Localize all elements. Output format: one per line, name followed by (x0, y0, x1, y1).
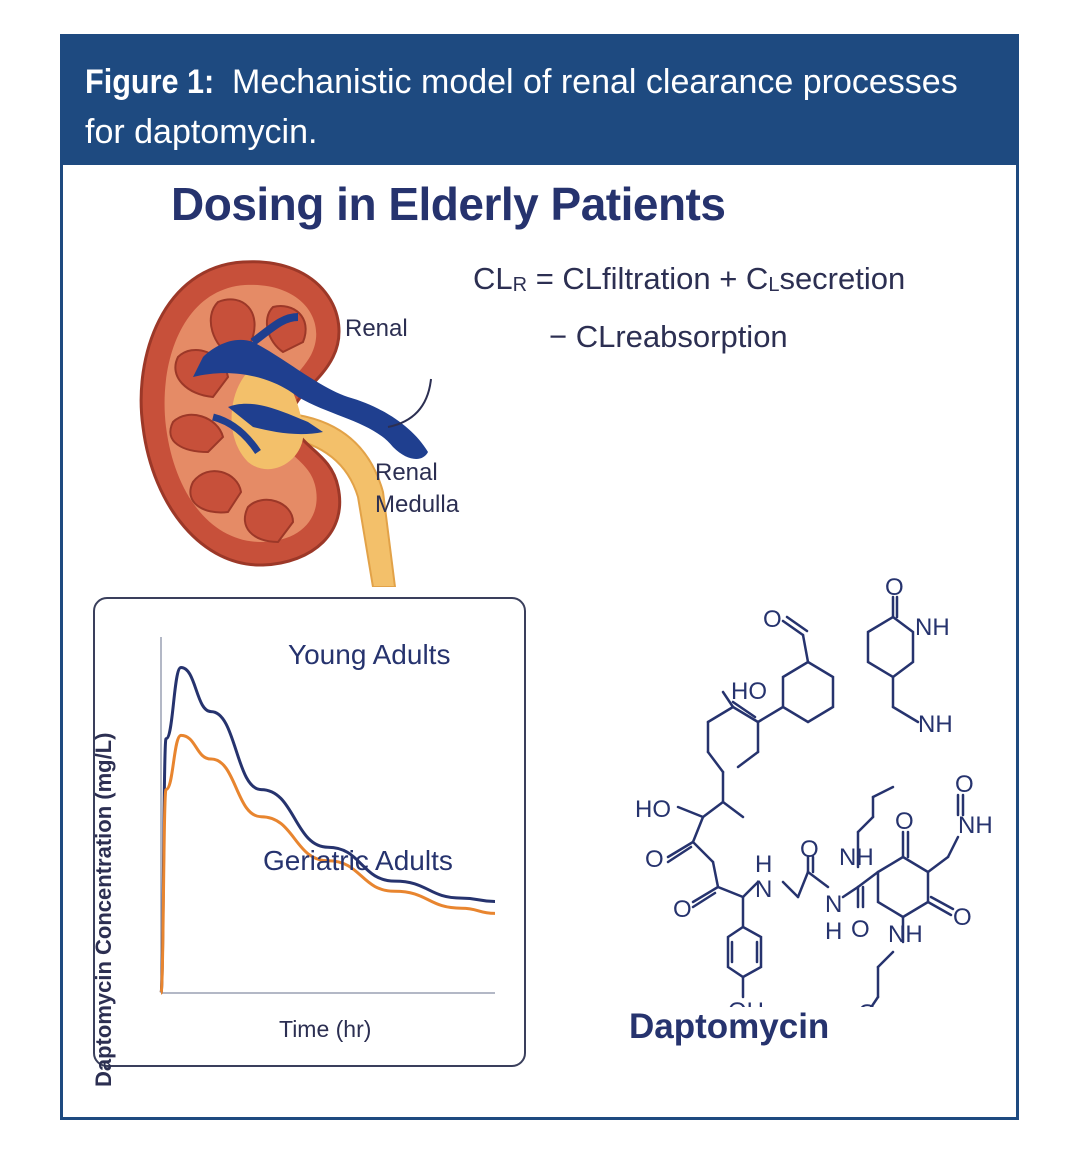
atom-label: NH (918, 711, 953, 738)
label-renal-medulla-1: Renal (375, 459, 438, 486)
atom-label: OH (728, 998, 764, 1007)
figure-frame: Figure 1: Mechanistic model of renal cle… (60, 34, 1019, 1120)
atom-label: HO (731, 678, 767, 705)
x-axis-label: Time (hr) (279, 1016, 371, 1042)
eq-rhs-2: secretion (779, 261, 906, 296)
series-label-young: Young Adults (288, 639, 450, 670)
atom-label: O (885, 574, 904, 601)
series-label-geriatric: Geriatric Adults (263, 845, 453, 876)
atom-label: H (825, 918, 842, 945)
atom-label: NH (915, 614, 950, 641)
y-axis-label: Daptomycin Concentration (mg/L) (91, 732, 116, 1087)
concentration-chart-box (93, 597, 526, 1067)
label-renal: Renal (345, 315, 408, 342)
atom-label: O (895, 808, 914, 835)
series-line-1 (159, 733, 496, 995)
eq-lhs-sub: R (512, 274, 528, 296)
atom-label: NH (839, 844, 874, 871)
atom-label: N (755, 876, 772, 903)
eq-rhs-1: = CLfiltration + C (527, 261, 769, 296)
atom-label: NH (888, 921, 923, 948)
atom-label: HO (635, 796, 671, 823)
atom-label: NH (958, 812, 993, 839)
daptomycin-structure: O O NH HO NH HO O O H N O NH O O NH N H … (635, 574, 993, 1007)
figure-caption: Figure 1: Mechanistic model of renal cle… (63, 37, 1016, 165)
atom-label: O (953, 904, 972, 931)
molecule-name: Daptomycin (629, 1007, 830, 1046)
atom-label: H (755, 851, 772, 878)
atom-label: O (858, 1000, 877, 1007)
series-line-0 (159, 666, 496, 995)
clearance-equation: CLR = CLfiltration + CLsecretion − CLrea… (473, 253, 905, 363)
eq-line2: − CLreabsorption (549, 319, 788, 354)
figure-caption-text: Mechanistic model of renal clearance pro… (85, 63, 958, 151)
atom-label: O (851, 916, 870, 943)
atom-label: N (825, 891, 842, 918)
atom-label: O (955, 771, 974, 798)
eq-lhs: CL (473, 261, 513, 296)
atom-label: O (673, 896, 692, 923)
atom-label: O (763, 606, 782, 633)
eq-rhs-sub: L (768, 274, 780, 296)
concentration-chart: Young Adults Geriatric Adults Time (hr) (159, 637, 496, 1042)
atom-label: O (645, 846, 664, 873)
label-renal-medulla-2: Medulla (375, 491, 460, 518)
figure-label: Figure 1: (85, 63, 215, 101)
atom-label: O (800, 836, 819, 863)
diagram-title: Dosing in Elderly Patients (171, 178, 726, 230)
kidney-illustration (139, 260, 432, 587)
